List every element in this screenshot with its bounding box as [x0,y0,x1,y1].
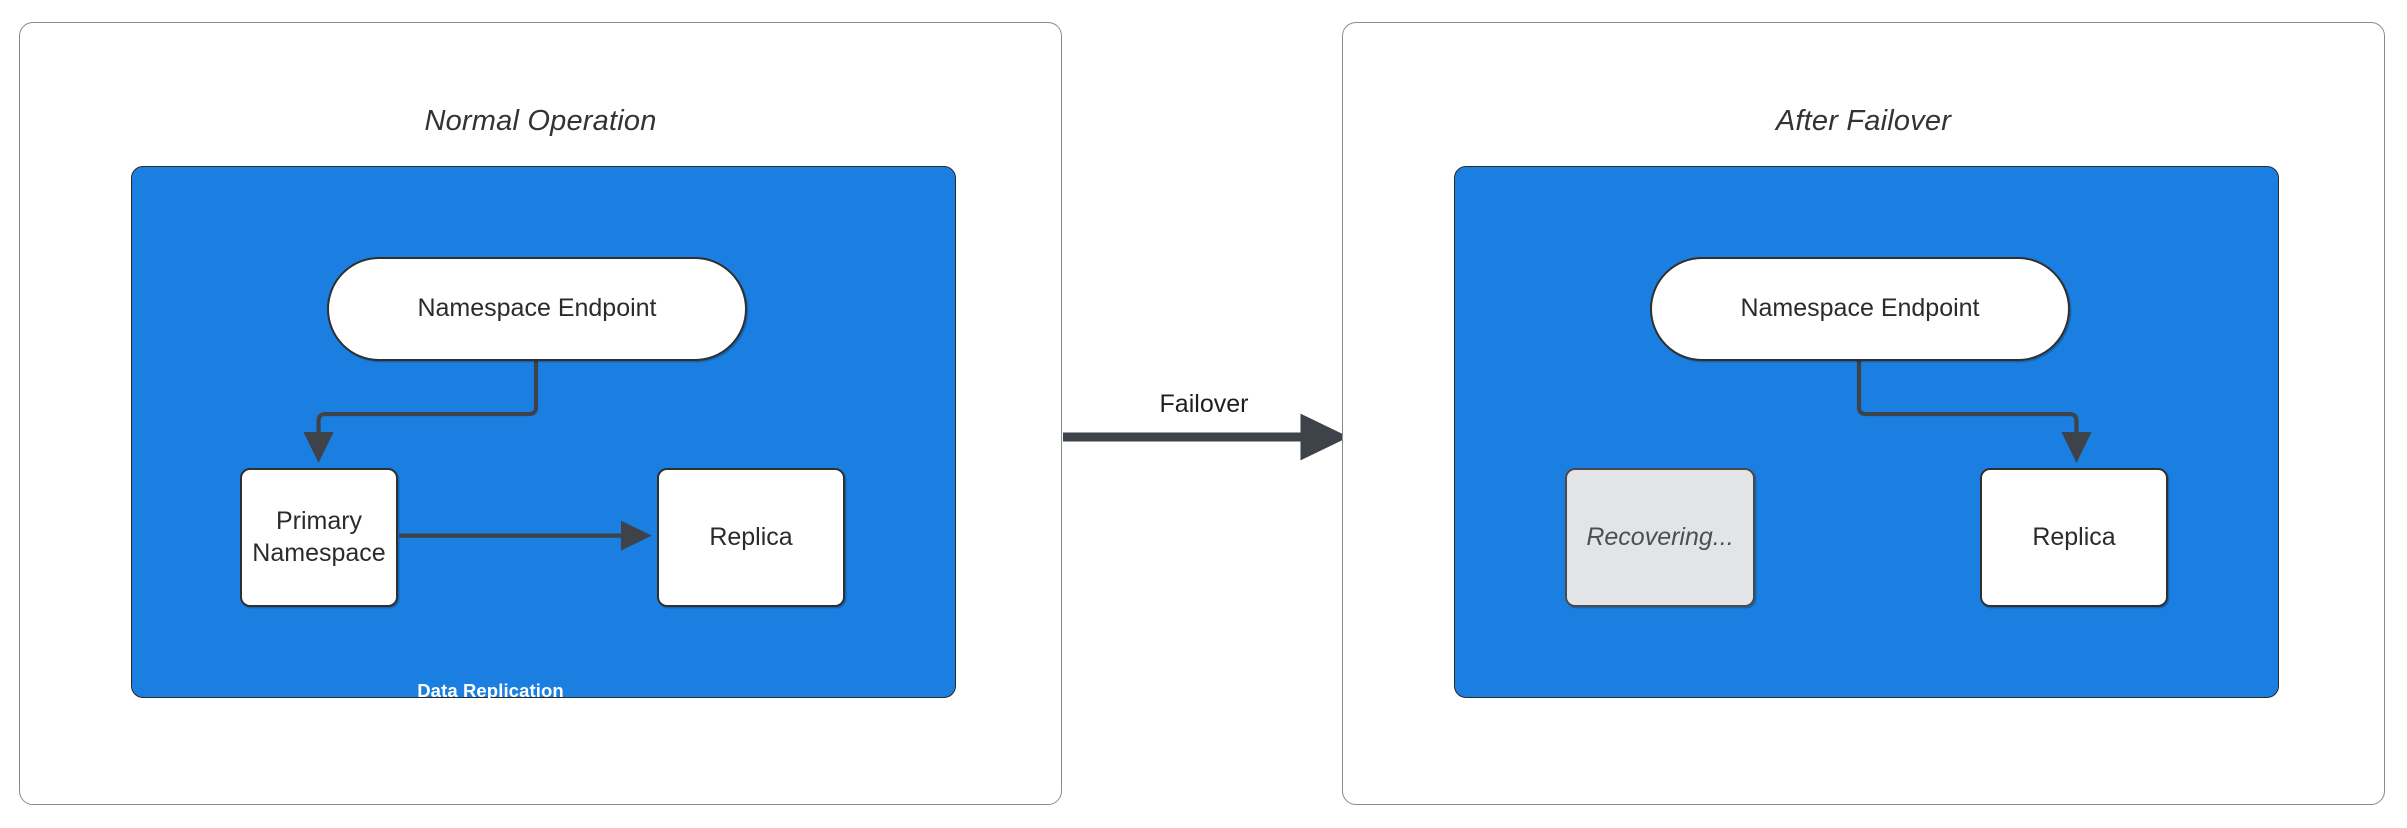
panel-title-failover-text: After Failover [1775,105,1952,137]
failover-arrow-svg [1063,413,1345,461]
failover-transition: Failover [1063,390,1345,490]
connector-layer-left [303,360,652,551]
node-namespace-endpoint-right[interactable]: Namespace Endpoint [1650,257,2070,361]
panel-title-after-failover: After Failover [1343,105,2384,138]
panel-title-normal-operation: Normal Operation [20,105,1061,138]
node-label-endpoint-left: Namespace Endpoint [417,294,657,323]
node-label-endpoint-right: Namespace Endpoint [1740,294,1980,323]
namespace-region-failover: Namespace Endpoint Recovering... Replica [1454,166,2279,698]
panel-title-normal-text: Normal Operation [424,105,657,137]
node-namespace-endpoint-left[interactable]: Namespace Endpoint [327,257,747,361]
node-label-replica-left: Replica [709,522,793,551]
panel-after-failover: After Failover Namespace Endpoint Recove… [1342,22,2385,805]
node-replica-right[interactable]: Replica [1980,468,2168,607]
failover-label: Failover [1159,390,1249,418]
node-recovering[interactable]: Recovering... [1565,468,1755,607]
panel-normal-operation: Normal Operation Namespace Endpo [19,22,1062,805]
connector-layer-right [1856,360,2092,463]
node-label-recovering: Recovering... [1586,522,1734,551]
edge-label-data-replication: Data Replication [417,680,564,701]
edge-endpoint-to-primary [303,360,539,463]
node-replica-left[interactable]: Replica [657,468,845,607]
node-label-replica-right: Replica [2032,522,2116,551]
edge-endpoint-to-replica [1856,360,2092,463]
node-label-primary-line2: Namespace [252,538,386,567]
node-label-primary-line1: Primary [275,507,363,536]
